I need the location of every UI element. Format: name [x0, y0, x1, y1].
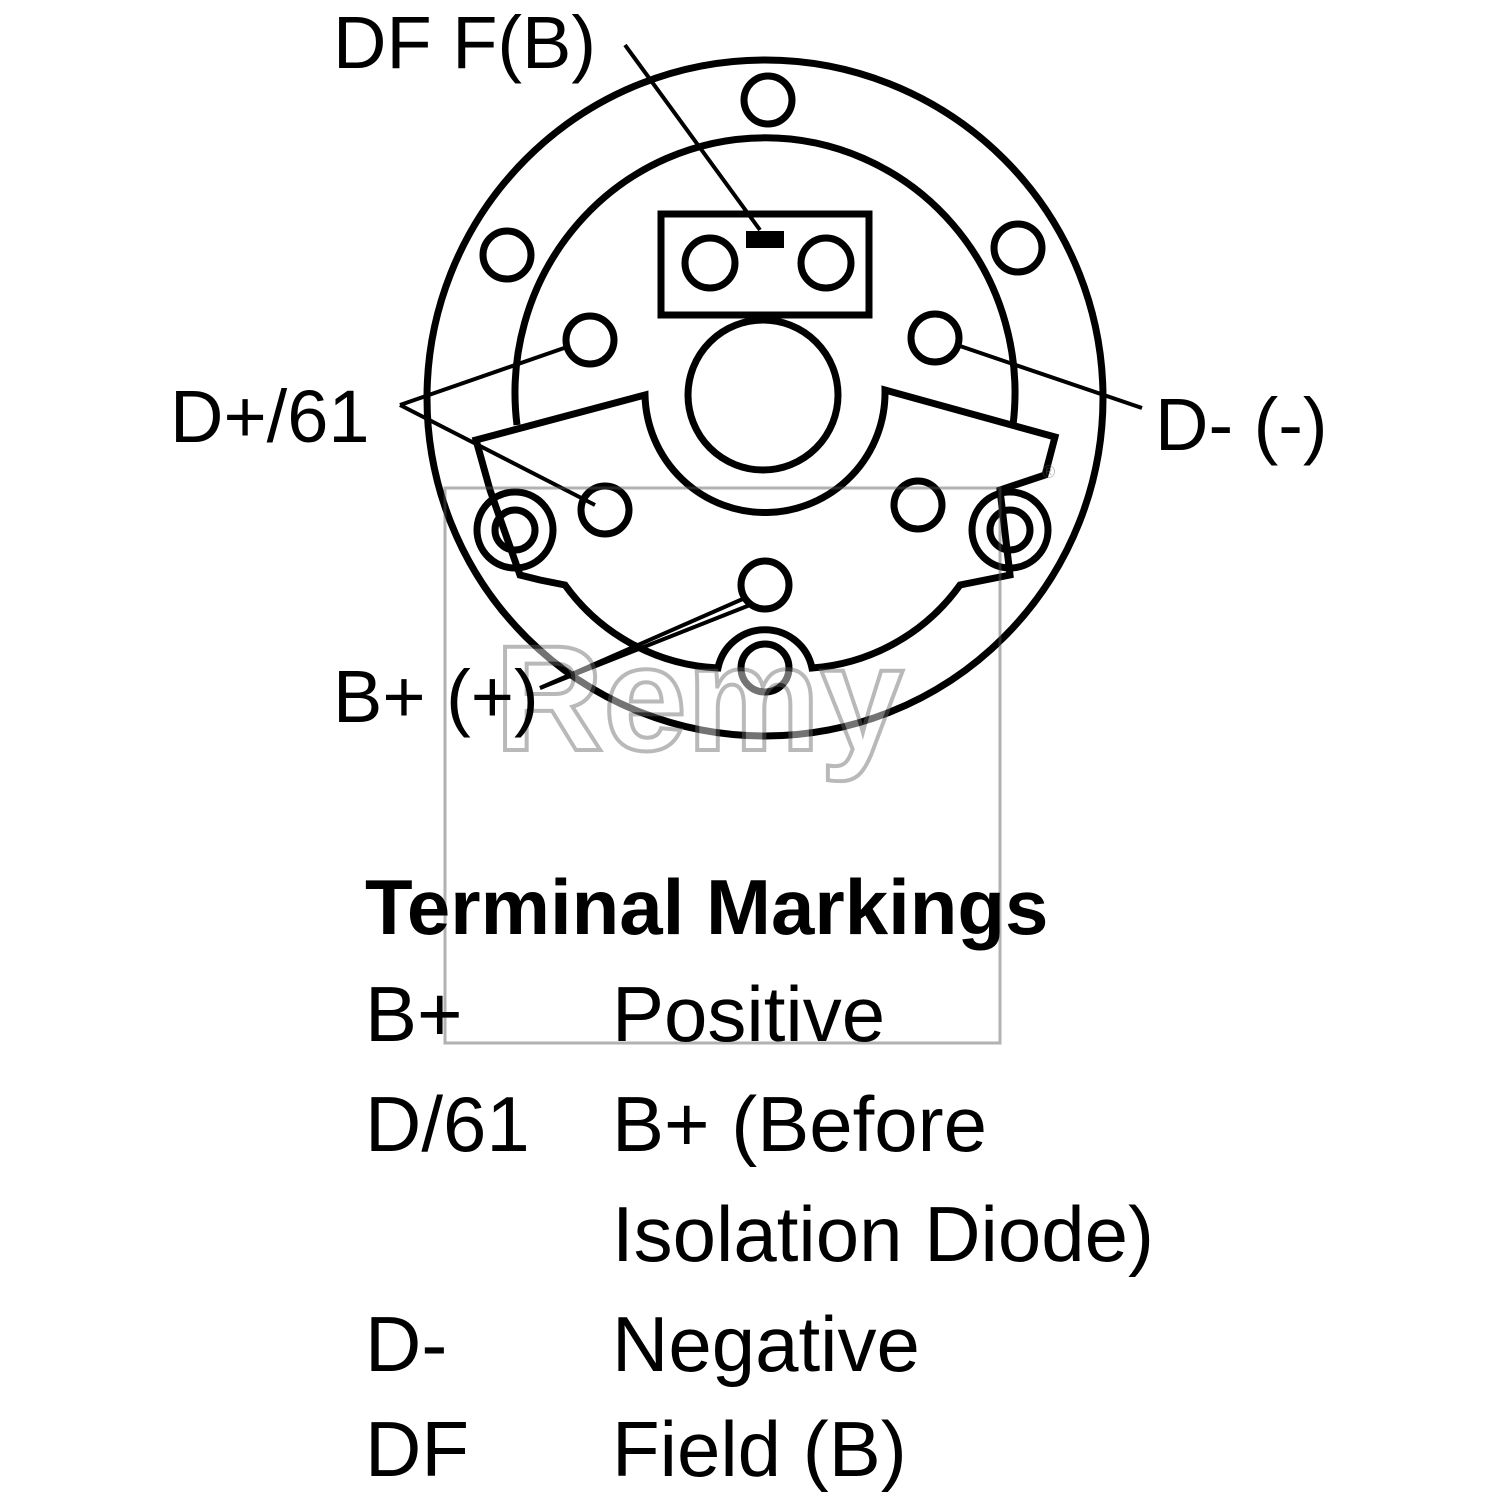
- label-b-plus: B+ (+): [333, 655, 539, 738]
- d-minus-terminal: [907, 310, 963, 366]
- legend-code: B+: [365, 970, 463, 1058]
- mount-hole-left: [479, 227, 535, 283]
- label-d-minus: D- (-): [1155, 383, 1328, 466]
- leader-d-plus-2: [399, 403, 596, 507]
- leader-df: [623, 43, 762, 232]
- stud-left-ring: [473, 488, 557, 572]
- svg-text:Remy: Remy: [495, 614, 904, 782]
- terminal-right-lower: [890, 477, 946, 533]
- legend-title: Terminal Markings: [365, 863, 1049, 951]
- legend-desc: B+ (Before: [612, 1080, 988, 1168]
- legend-desc: Negative: [612, 1300, 920, 1388]
- legend-code: D-: [365, 1300, 448, 1388]
- d-plus-terminal-lower: [577, 482, 633, 538]
- connector-block: [657, 210, 873, 319]
- mount-hole-right: [990, 220, 1046, 276]
- legend-desc: Positive: [612, 970, 886, 1058]
- shaft-opening: [684, 316, 842, 474]
- rectifier-plate: [471, 385, 1060, 672]
- leader-b-plus-2: [539, 603, 751, 690]
- svg-text:®: ®: [1042, 462, 1055, 482]
- mount-hole-top: [740, 72, 796, 128]
- legend-code: DF: [365, 1405, 469, 1493]
- bottom-stud: [737, 640, 793, 696]
- leader-d-plus-1: [399, 345, 568, 407]
- leader-d-minus: [956, 343, 1143, 410]
- legend-desc: Isolation Diode): [612, 1190, 1154, 1278]
- label-d-plus: D+/61: [170, 375, 370, 458]
- d-plus-terminal-upper: [562, 312, 618, 368]
- stud-right-ring: [968, 488, 1052, 572]
- outer-housing: [423, 56, 1107, 740]
- inner-housing: [511, 134, 1019, 426]
- watermark-logo: Remy ®: [443, 462, 1055, 1045]
- legend-code: D/61: [365, 1080, 530, 1168]
- connector-pin-right: [797, 234, 855, 292]
- label-df: DF F(B): [333, 1, 597, 84]
- df-marker: [746, 231, 784, 248]
- b-plus-terminal: [737, 557, 793, 613]
- stud-right: [986, 506, 1034, 554]
- legend-desc: Field (B): [612, 1405, 907, 1493]
- stud-left: [491, 506, 539, 554]
- connector-pin-left: [681, 234, 739, 292]
